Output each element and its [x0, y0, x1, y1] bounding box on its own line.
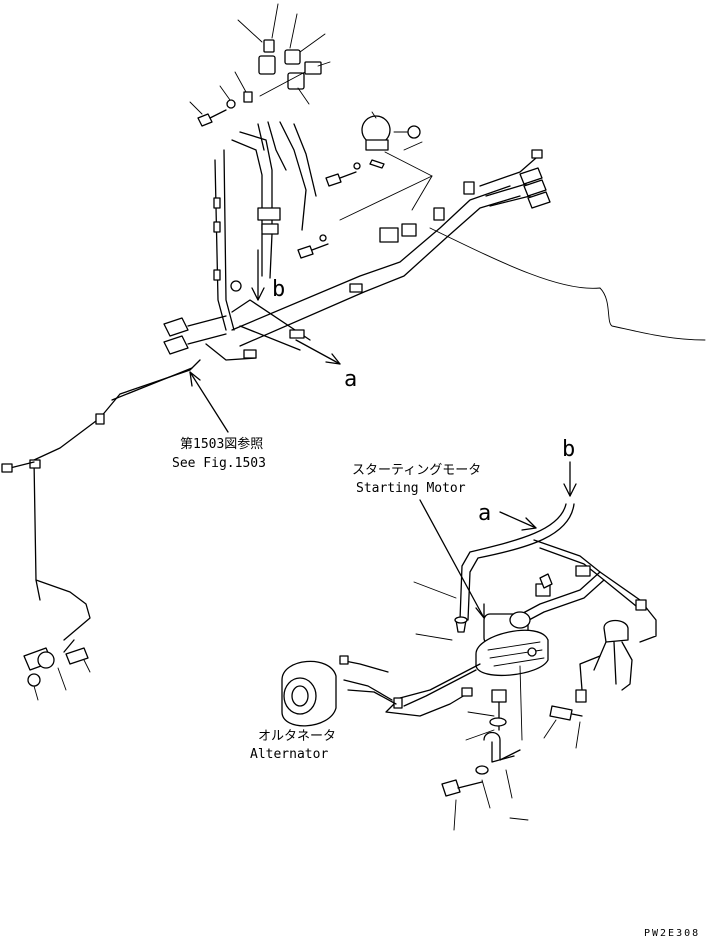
cab-harness-bundle — [1, 121, 706, 701]
alternator-label-jp: オルタネータ — [258, 729, 336, 744]
alternator-callout: オルタネータ Alternator — [250, 729, 336, 762]
reference-callout: 第1503図参照 See Fig.1503 — [172, 371, 266, 471]
alternator-label-en: Alternator — [250, 747, 328, 762]
marker-a-bottom: a — [478, 501, 491, 526]
marker-a-top-group: a — [295, 339, 357, 392]
drawing-code: PW2E308 — [644, 928, 700, 939]
alternator — [281, 655, 397, 727]
starter-label-jp: スターティングモータ — [352, 463, 481, 478]
ref-label-en: See Fig.1503 — [172, 456, 266, 471]
marker-b-bottom: b — [562, 437, 575, 462]
starter-callout: スターティングモータ Starting Motor — [352, 463, 485, 619]
ref-label-jp: 第1503図参照 — [180, 436, 263, 452]
top-relay-group — [189, 3, 331, 127]
marker-b-bottom-group: b — [562, 437, 577, 497]
marker-b-top-group: b — [251, 249, 285, 302]
marker-b-top: b — [272, 277, 285, 302]
marker-a-top: a — [344, 367, 357, 392]
marker-a-bottom-group: a — [478, 501, 537, 531]
starter-label-en: Starting Motor — [356, 481, 466, 496]
starter-harness — [385, 503, 657, 831]
battery-relay — [297, 111, 433, 259]
